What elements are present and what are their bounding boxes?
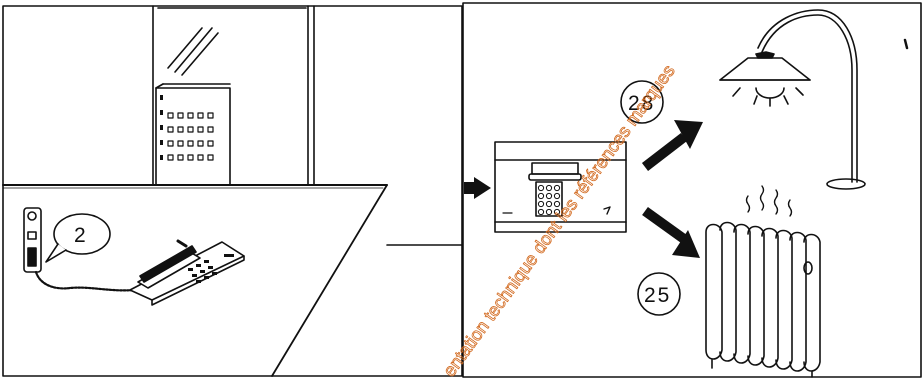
heat-waves-icon <box>745 185 793 217</box>
floor-lamp-icon <box>719 9 866 190</box>
desk <box>2 184 463 377</box>
keypad-icon <box>535 181 563 217</box>
lamp-bubble: 28 <box>620 80 664 124</box>
phone-bubble: 2 <box>45 213 111 263</box>
left-panel: 2 <box>2 5 463 377</box>
phone-bubble-label: 2 <box>74 224 88 247</box>
radiator-bubble-label: 25 <box>644 284 671 307</box>
lamp-bubble-label: 28 <box>628 92 655 115</box>
radiator-icon <box>705 185 821 378</box>
control-unit-icon <box>494 141 627 233</box>
watermark-text: entation technique dont les références m… <box>439 61 679 380</box>
right-panel: 28 25 <box>462 2 922 378</box>
wall-phone-icon <box>23 207 137 292</box>
window <box>152 5 315 186</box>
radiator-bubble: 25 <box>637 272 681 316</box>
left-panel-frame <box>2 5 463 377</box>
arrow-to-radiator-icon <box>642 206 700 258</box>
right-panel-frame <box>462 2 922 378</box>
transmit-arrow-icon <box>464 177 491 199</box>
desk-telephone-icon <box>129 239 245 306</box>
office-building-icon <box>155 83 231 186</box>
arrow-to-lamp-icon <box>641 120 703 171</box>
